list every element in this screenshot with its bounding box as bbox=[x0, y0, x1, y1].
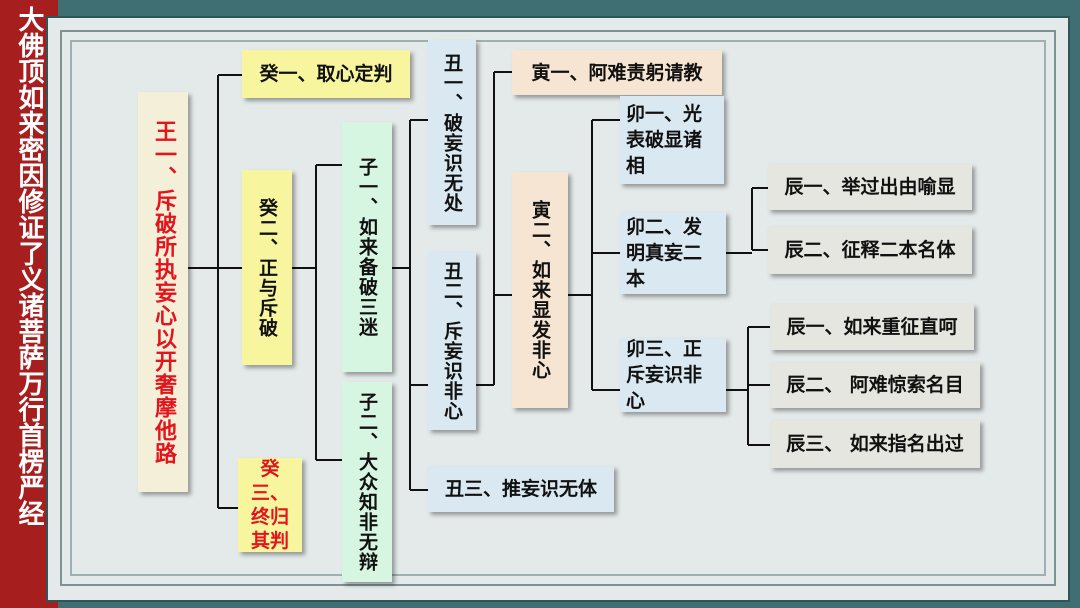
node-mao1: 卯一、光表破显诸相 bbox=[620, 96, 724, 184]
node-chen1b: 辰一、如来重征直呵 bbox=[770, 304, 974, 350]
node-chen2b: 辰二、 阿难惊索名目 bbox=[770, 362, 980, 408]
node-mao1-label: 卯一、光表破显诸相 bbox=[626, 103, 703, 177]
node-chen3b: 辰三、 如来指名出过 bbox=[770, 420, 980, 468]
node-chen2b-label: 辰二、 阿难惊索名目 bbox=[786, 374, 964, 396]
node-wang1-label: 王一、斥破所执妄心以开奢摩他路 bbox=[151, 119, 176, 465]
node-yin1: 寅一、阿难责躬请教 bbox=[512, 50, 722, 95]
node-chen1a-label: 辰一、举过出由喻显 bbox=[784, 176, 956, 198]
node-chen2a: 辰二、征释二本名体 bbox=[768, 226, 972, 274]
node-wang1: 王一、斥破所执妄心以开奢摩他路 bbox=[138, 92, 188, 492]
node-gui3-label: 癸三、终归其判 bbox=[250, 458, 289, 552]
node-mao2-label: 卯二、发明真妄二本 bbox=[626, 216, 703, 290]
node-chou3-label: 丑三、推妄识无体 bbox=[444, 478, 597, 500]
node-zi1-label: 子一、如来备破三迷 bbox=[356, 157, 378, 337]
node-chen1a: 辰一、举过出由喻显 bbox=[768, 164, 972, 210]
node-gui2: 癸二、正与斥破 bbox=[242, 170, 292, 365]
node-zi1: 子一、如来备破三迷 bbox=[342, 122, 392, 372]
node-gui2-label: 癸二、正与斥破 bbox=[256, 197, 278, 338]
node-zi2-label: 子二、大众知非无辩 bbox=[356, 392, 378, 572]
node-mao3: 卯三、正斥妄识非心 bbox=[620, 338, 726, 412]
node-chou2: 丑二、斥妄识非心 bbox=[428, 252, 476, 430]
node-chen2a-label: 辰二、征释二本名体 bbox=[784, 239, 956, 261]
node-zi2: 子二、大众知非无辩 bbox=[342, 382, 392, 582]
node-yin1-label: 寅一、阿难责躬请教 bbox=[531, 61, 703, 84]
node-chen1b-label: 辰一、如来重征直呵 bbox=[786, 316, 958, 338]
node-gui1-label: 癸一、取心定判 bbox=[259, 63, 393, 85]
node-chou3: 丑三、推妄识无体 bbox=[428, 466, 614, 512]
node-chou1: 丑一、破妄识无处 bbox=[428, 40, 476, 225]
node-gui3: 癸三、终归其判 bbox=[238, 458, 302, 552]
node-chou1-label: 丑一、破妄识无处 bbox=[441, 52, 463, 213]
node-yin2: 寅二、如来显发非心 bbox=[512, 172, 568, 408]
node-mao3-label: 卯三、正斥妄识非心 bbox=[626, 338, 703, 412]
node-chou2-label: 丑二、斥妄识非心 bbox=[441, 261, 463, 421]
frame-inner bbox=[70, 40, 1046, 576]
node-gui1: 癸一、取心定判 bbox=[242, 50, 410, 98]
frame-outer bbox=[60, 30, 1056, 586]
node-mao2: 卯二、发明真妄二本 bbox=[620, 212, 726, 294]
node-yin2-label: 寅二、如来显发非心 bbox=[529, 200, 551, 380]
node-chen3b-label: 辰三、 如来指名出过 bbox=[786, 433, 964, 455]
sutra-title: 大佛顶如来密因修证了义诸菩萨万行首楞严经 bbox=[14, 6, 44, 526]
